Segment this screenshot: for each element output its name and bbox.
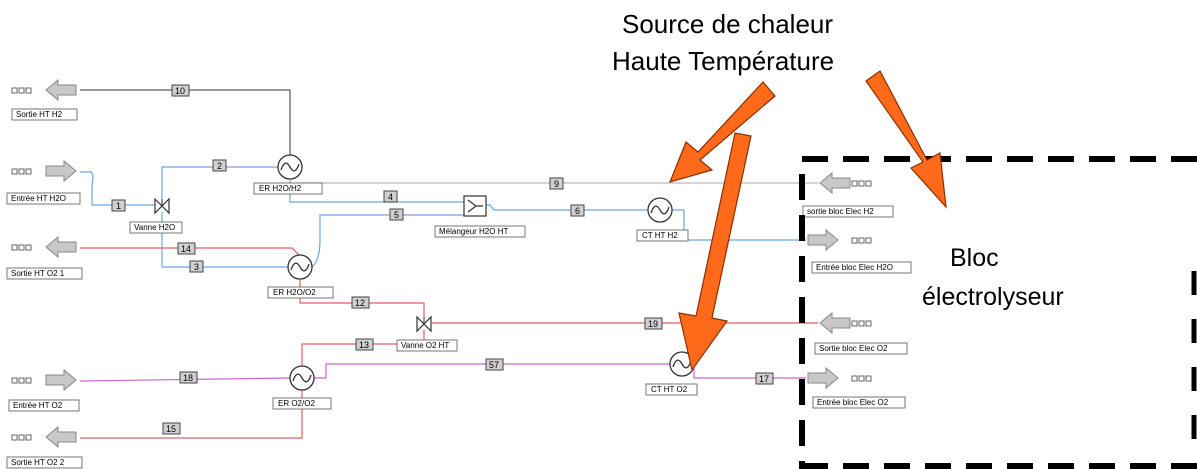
heat-source-label-2: Haute Température (612, 46, 835, 76)
stream-line-14 (80, 247, 301, 257)
port-label-sortie-ht-h2: Sortie HT H2 (16, 110, 63, 119)
port-label-sortie-bloc-elec-h2: sortie bloc Elec H2 (807, 207, 874, 216)
label-ct-ht-h2: CT HT H2 (642, 231, 678, 240)
port-label-entree-ht-h2o: Entrée HT H2O (11, 194, 66, 203)
stream-tag-18: 18 (179, 371, 198, 384)
stream-line-3 (161, 212, 288, 268)
heater-ct-ht-o2: CT HT O2 (645, 351, 698, 396)
heat-exchanger-er-o2-o2: ER O2/O2 (272, 365, 332, 410)
stream-tag-12: 12 (351, 296, 370, 309)
stream-line-17 (693, 364, 806, 379)
stream-tag-14: 14 (177, 242, 196, 255)
label-vanne-h2o: Vanne H2O (134, 223, 175, 232)
port-label-entree-ht-o2: Entrée HT O2 (13, 401, 63, 410)
stream-tag-10: 10 (171, 84, 190, 97)
valve-vanne-o2-ht: Vanne O2 HT (396, 316, 458, 352)
stream-tag-57: 57 (485, 358, 504, 371)
stream-tag-4: 4 (383, 190, 398, 203)
label-er-h2o-o2: ER H2O/O2 (273, 288, 316, 297)
heat-source-arrow-3 (865, 70, 947, 209)
stream-line-h2o-elec (672, 209, 806, 241)
port-label-entree-bloc-elec-o2: Entrée bloc Elec O2 (817, 398, 889, 407)
svg-text:12: 12 (355, 298, 365, 308)
label-ct-ht-o2: CT HT O2 (651, 385, 688, 394)
stream-tag-15: 15 (162, 422, 181, 435)
svg-text:15: 15 (166, 424, 176, 434)
stream-line-1 (80, 171, 158, 206)
stream-tag-2: 2 (212, 159, 227, 172)
svg-text:13: 13 (359, 340, 369, 350)
electrolyser-label-1: Bloc (950, 244, 999, 272)
svg-text:1: 1 (116, 201, 121, 211)
heat-source-label-1: Source de chaleur (622, 9, 834, 39)
svg-text:6: 6 (575, 206, 580, 216)
label-vanne-o2-ht: Vanne O2 HT (401, 341, 449, 350)
port-sortie-bloc-elec-h2: sortie bloc Elec H2 (802, 172, 894, 218)
svg-text:3: 3 (194, 262, 199, 272)
heater-ct-ht-h2: CT HT H2 (636, 197, 689, 242)
electrolyser-label-2: électrolyseur (922, 283, 1064, 311)
port-entree-bloc-elec-h2o: Entrée bloc Elec H2O (807, 229, 912, 274)
svg-text:17: 17 (759, 374, 769, 384)
port-sortie-ht-o2-2: Sortie HT O2 2 (6, 426, 83, 469)
port-label-sortie-ht-o2-2: Sortie HT O2 2 (11, 458, 65, 467)
svg-text:9: 9 (554, 179, 559, 189)
stream-tag-1: 1 (111, 199, 126, 212)
port-label-sortie-ht-o2-1: Sortie HT O2 1 (11, 269, 65, 278)
label-melangeur: Mélangeur H2O HT (439, 227, 508, 236)
port-sortie-ht-h2: Sortie HT H2 (11, 79, 78, 121)
port-sortie-ht-o2-1: Sortie HT O2 1 (6, 236, 83, 280)
stream-line-10 (80, 89, 291, 158)
stream-tag-19: 19 (644, 317, 663, 330)
port-entree-bloc-elec-o2: Entrée bloc Elec O2 (807, 367, 906, 409)
stream-tag-9: 9 (549, 177, 564, 190)
port-entree-ht-h2o: Entrée HT H2O (6, 160, 81, 205)
svg-text:18: 18 (183, 373, 193, 383)
valve-vanne-h2o: Vanne H2O (129, 198, 183, 234)
electrolyser-block-border (799, 156, 1197, 469)
svg-text:4: 4 (388, 192, 393, 202)
label-er-o2-o2: ER O2/O2 (278, 399, 315, 408)
stream-tag-5: 5 (389, 208, 404, 221)
heat-exchanger-er-h2o-h2: ER H2O/H2 (253, 154, 323, 195)
stream-line-5 (311, 214, 464, 268)
stream-tag-3: 3 (189, 260, 204, 273)
port-entree-ht-o2: Entrée HT O2 (8, 369, 80, 412)
stream-tag-17: 17 (755, 372, 774, 385)
mixer-melangeur-h2o-ht: Mélangeur H2O HT (434, 195, 526, 238)
port-sortie-bloc-elec-o2: Sortie bloc Elec O2 (814, 312, 908, 355)
svg-text:57: 57 (489, 360, 499, 370)
stream-line-2 (161, 166, 278, 205)
svg-text:14: 14 (181, 244, 191, 254)
port-label-entree-bloc-elec-h2o: Entrée bloc Elec H2O (816, 263, 893, 272)
heat-source-arrow-1 (668, 81, 776, 183)
stream-tag-6: 6 (570, 204, 585, 217)
svg-text:2: 2 (217, 161, 222, 171)
label-er-h2o-h2: ER H2O/H2 (259, 184, 302, 193)
heat-exchanger-er-h2o-o2: ER H2O/O2 (267, 254, 334, 299)
port-label-sortie-bloc-elec-o2: Sortie bloc Elec O2 (819, 344, 888, 353)
svg-text:19: 19 (648, 319, 658, 329)
svg-text:5: 5 (394, 210, 399, 220)
svg-text:10: 10 (175, 86, 185, 96)
heat-source-arrow-2 (678, 132, 752, 372)
stream-tag-13: 13 (355, 338, 374, 351)
stream-line-15 (80, 390, 303, 439)
stream-line-6 (486, 204, 648, 211)
